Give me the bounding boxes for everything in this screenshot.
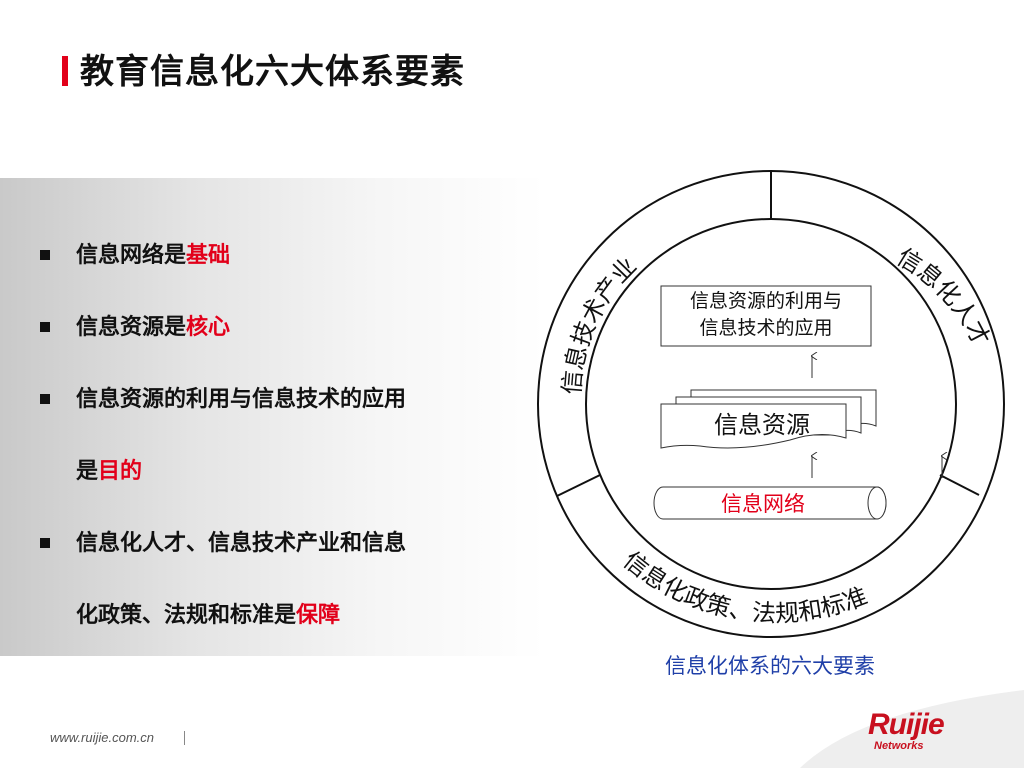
bullet-text: 信息网络是 bbox=[76, 243, 187, 268]
bullet-list: 信息网络是基础 信息资源是核心 信息资源的利用与信息技术的应用 是目的 信息化人… bbox=[36, 220, 526, 652]
brand-logo: Ruijie bbox=[868, 708, 945, 741]
application-line-1: 信息资源的利用与 bbox=[690, 290, 842, 312]
bullet-panel bbox=[0, 178, 545, 656]
page-title: 教育信息化六大体系要素 bbox=[80, 52, 465, 92]
resource-label: 信息资源 bbox=[714, 411, 810, 439]
bullet-text-cont: 化政策、法规和标准是 bbox=[76, 603, 297, 628]
footer-separator bbox=[184, 731, 185, 745]
bullet-text: 信息资源的利用与信息技术的应用 bbox=[76, 387, 407, 412]
bullet-square-icon bbox=[40, 250, 50, 260]
network-cylinder-icon bbox=[653, 486, 887, 520]
bullet-item: 信息网络是基础 bbox=[36, 220, 526, 292]
ring-divider-left bbox=[556, 474, 601, 497]
title-accent-bar bbox=[62, 56, 68, 86]
application-line-2: 信息技术的应用 bbox=[699, 317, 832, 339]
bullet-square-icon bbox=[40, 394, 50, 404]
network-label: 信息网络 bbox=[721, 492, 805, 516]
footer-url[interactable]: www.ruijie.com.cn bbox=[50, 730, 155, 745]
diagram-caption: 信息化体系的六大要素 bbox=[665, 654, 875, 678]
bullet-text-cont: 是 bbox=[76, 459, 99, 484]
bullet-highlight: 保障 bbox=[296, 603, 341, 628]
ring-divider-right bbox=[939, 474, 980, 496]
bullet-highlight: 核心 bbox=[186, 315, 231, 340]
documents-stack-icon bbox=[660, 389, 877, 449]
bullet-highlight: 目的 bbox=[98, 459, 143, 484]
logo-swoosh-icon bbox=[800, 690, 1024, 768]
bullet-square-icon bbox=[40, 322, 50, 332]
bullet-item: 信息资源是核心 bbox=[36, 292, 526, 364]
bullet-highlight: 基础 bbox=[186, 243, 231, 268]
bullet-square-icon bbox=[40, 538, 50, 548]
bullet-item: 信息化人才、信息技术产业和信息 化政策、法规和标准是保障 bbox=[36, 508, 526, 652]
bullet-text: 信息资源是 bbox=[76, 315, 187, 340]
bullet-text: 信息化人才、信息技术产业和信息 bbox=[76, 531, 407, 556]
brand-logo-sub: Networks bbox=[874, 740, 924, 752]
application-box bbox=[660, 285, 872, 347]
bullet-item: 信息资源的利用与信息技术的应用 是目的 bbox=[36, 364, 526, 508]
